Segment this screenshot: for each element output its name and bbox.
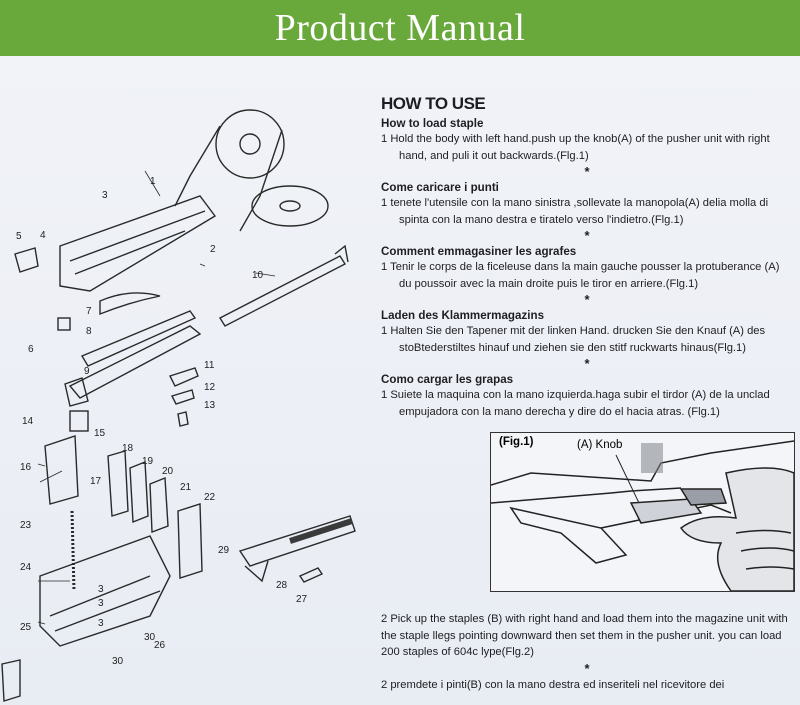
part-label-30a: 30	[144, 632, 156, 643]
separator-star: *	[584, 356, 590, 371]
handle-part-28	[238, 515, 356, 567]
part-label-27: 27	[296, 594, 308, 605]
section-body-de: 1 Halten Sie den Tapener mit der linken …	[381, 325, 766, 354]
part-label-12: 12	[204, 382, 216, 393]
part-label-2: 2	[210, 244, 216, 255]
part-16	[44, 435, 79, 505]
figure-1-illustration	[491, 440, 794, 591]
part-label-17: 17	[90, 476, 102, 487]
exploded-parts-diagram: 1 2 3 4 5 6 7 8 9 10 11 12 13 14 15 16 1…	[0, 56, 380, 705]
banner-title: Product Manual	[274, 7, 526, 49]
part-label-14: 14	[22, 416, 34, 427]
main-body-part	[59, 195, 217, 292]
instructions-column: HOW TO USE How to load staple 1 Hold the…	[381, 94, 793, 420]
separator-star: *	[584, 660, 590, 676]
part-label-11: 11	[204, 360, 215, 371]
part-7	[99, 292, 161, 316]
manual-page	[0, 56, 800, 705]
tape-reel-part	[215, 109, 285, 179]
part-label-19: 19	[142, 456, 154, 467]
part-label-21: 21	[180, 482, 192, 493]
part-8	[80, 310, 197, 367]
part-label-10: 10	[252, 270, 264, 281]
part-label-16: 16	[20, 462, 32, 473]
separator-star: *	[584, 292, 590, 307]
part-label-26: 26	[154, 640, 166, 651]
separator-star: *	[584, 228, 590, 243]
part-label-28: 28	[276, 580, 288, 591]
part-label-3d: 3	[98, 618, 104, 629]
step-2-it: 2 premdete i pinti(B) con la mano destra…	[381, 678, 725, 691]
separator-star: *	[584, 164, 590, 179]
part-label-30b: 30	[112, 656, 124, 667]
part-label-7: 7	[86, 306, 92, 317]
section-title-en: How to load staple	[381, 117, 484, 130]
part-label-1: 1	[150, 176, 156, 187]
part-label-3c: 3	[98, 598, 104, 609]
step-2-en: 2 Pick up the staples (B) with right han…	[381, 613, 788, 658]
title-banner: Product Manual	[0, 0, 800, 56]
step-2-text: 2 Pick up the staples (B) with right han…	[381, 611, 793, 693]
part-label-8: 8	[86, 326, 92, 337]
part-label-22: 22	[204, 492, 216, 503]
figure-label: (Fig.1)	[499, 436, 534, 448]
rod-part-10	[219, 255, 346, 327]
section-title-de: Laden des Klammermagazins	[381, 309, 545, 322]
part-label-29: 29	[218, 545, 230, 556]
section-body-fr: 1 Tenir le corps de la ficeleuse dans la…	[381, 261, 780, 290]
tool-handle-shape	[509, 506, 628, 564]
part-label-9: 9	[84, 366, 90, 377]
section-title-es: Como cargar les grapas	[381, 373, 514, 386]
part-label-23: 23	[20, 520, 32, 531]
how-to-use-heading: HOW TO USE	[381, 94, 486, 113]
tape-reel-disc	[251, 185, 329, 227]
knob-label: (A) Knob	[577, 439, 623, 451]
part-label-18: 18	[122, 443, 134, 454]
base-part-24	[39, 535, 171, 647]
part-label-24: 24	[20, 562, 32, 573]
part-label-3: 3	[102, 190, 108, 201]
part-label-20: 20	[162, 466, 174, 477]
section-title-it: Come caricare i punti	[381, 181, 499, 194]
parts-diagram-svg: 1 2 3 4 5 6 7 8 9 10 11 12 13 14 15 16 1…	[1, 109, 356, 702]
section-title-fr: Comment emmagasiner les agrafes	[381, 245, 577, 258]
part-9	[68, 325, 202, 399]
part-label-15: 15	[94, 428, 106, 439]
section-body-es: 1 Suiete la maquina con la mano izquierd…	[381, 389, 770, 418]
part-label-4: 4	[40, 230, 46, 241]
figure-1: (Fig.1) (A) Knob	[490, 432, 795, 592]
section-body-it: 1 tenete l'utensile con la mano sinistra…	[381, 197, 769, 226]
section-body-en: 1 Hold the body with left hand.push up t…	[381, 133, 770, 162]
part-label-3b: 3	[98, 584, 104, 595]
part-label-13: 13	[204, 400, 216, 411]
part-label-25: 25	[20, 622, 32, 633]
part-label-6: 6	[28, 344, 34, 355]
hand-shape	[679, 467, 794, 591]
part-label-5: 5	[16, 231, 22, 242]
part-22	[177, 503, 203, 579]
